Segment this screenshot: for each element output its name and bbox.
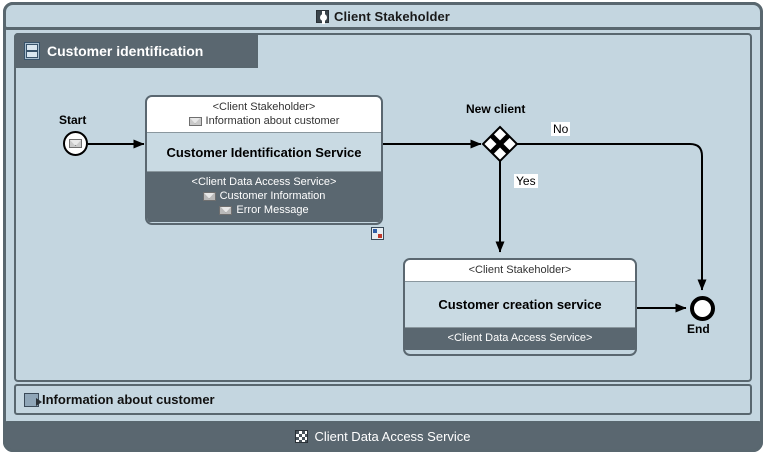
message-bar-information-about-customer[interactable]: Information about customer: [14, 384, 752, 415]
task1-provided-message-0-label: Information about customer: [205, 115, 340, 127]
task1-required-message-1: Error Message: [151, 203, 377, 217]
envelope-icon: [202, 191, 216, 201]
export-arrow-icon: [24, 392, 42, 407]
task-customer-creation-service[interactable]: <Client Stakeholder> Customer creation s…: [403, 258, 637, 356]
task1-required-section: <Client Data Access Service> Customer In…: [147, 172, 381, 222]
task2-required-interface: <Client Data Access Service>: [447, 332, 593, 344]
pool-header-label: Customer identification: [47, 42, 204, 59]
top-participant-bar[interactable]: Client Stakeholder: [3, 2, 763, 30]
task1-required-message-0: Customer Information: [151, 189, 377, 203]
end-event-label: End: [687, 322, 710, 336]
task2-name: Customer creation service: [438, 297, 602, 312]
bottom-participant-bar[interactable]: Client Data Access Service: [3, 421, 763, 452]
gateway-label: New client: [466, 102, 526, 116]
task2-required-section: <Client Data Access Service>: [405, 328, 635, 350]
start-event[interactable]: [63, 131, 88, 156]
task1-provided-interface: <Client Stakeholder>: [212, 101, 316, 113]
envelope-icon: [188, 116, 202, 126]
bottom-participant-title-group: Client Data Access Service: [295, 429, 471, 444]
start-event-label: Start: [59, 113, 87, 127]
task-customer-identification-service[interactable]: <Client Stakeholder> Information about c…: [145, 95, 383, 225]
exclusive-gateway-shape: [481, 125, 519, 163]
task1-provided-section: <Client Stakeholder> Information about c…: [147, 97, 381, 133]
task2-provided-interface: <Client Stakeholder>: [468, 264, 572, 276]
bottom-participant-label: Client Data Access Service: [314, 429, 471, 444]
component-gear-icon: [316, 9, 330, 24]
task1-name: Customer Identification Service: [166, 144, 362, 160]
top-participant-label: Client Stakeholder: [334, 8, 450, 24]
flow-label-yes: Yes: [514, 174, 538, 188]
task1-name-section: Customer Identification Service: [147, 133, 381, 172]
sequence-flow-no-to-end: [517, 143, 707, 291]
top-participant-title-group: Client Stakeholder: [316, 9, 450, 24]
task1-required-message-1-label: Error Message: [236, 204, 309, 216]
process-pool-icon: [24, 41, 40, 60]
task1-required-message-0-label: Customer Information: [219, 190, 326, 202]
task1-required-interface: <Client Data Access Service>: [191, 176, 337, 188]
checkered-grid-icon: [295, 430, 309, 443]
envelope-icon: [219, 205, 233, 215]
pool-header-customer-identification[interactable]: Customer identification: [14, 33, 258, 68]
sub-process-marker-icon: [371, 227, 384, 240]
message-envelope-icon: [69, 139, 82, 148]
task1-provided-message-0: Information about customer: [151, 114, 377, 128]
message-bar-label: Information about customer: [42, 392, 215, 407]
task2-name-section: Customer creation service: [405, 282, 635, 328]
task2-provided-section: <Client Stakeholder>: [405, 260, 635, 282]
end-event[interactable]: [690, 296, 715, 321]
flow-label-no: No: [551, 122, 571, 136]
